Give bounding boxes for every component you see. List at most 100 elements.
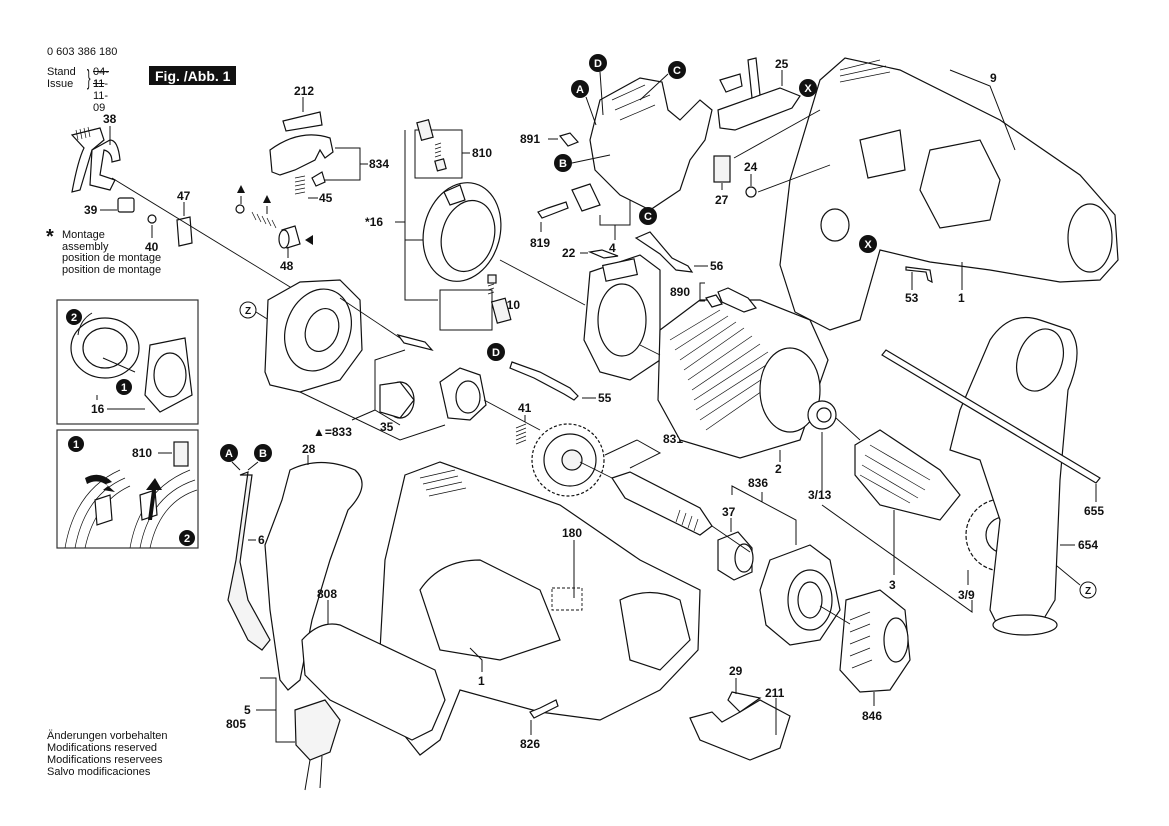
assembly-axis-line (499, 259, 586, 306)
hex-nut-center (455, 380, 481, 414)
carbon-brush-part (490, 297, 512, 324)
aux-handle-base (992, 614, 1058, 636)
document-number: 0 603 386 180 (47, 46, 118, 58)
part-label-3-9: 3/9 (958, 588, 975, 602)
selector-grip (75, 126, 91, 141)
housing-boss (820, 208, 850, 242)
part-label-655: 655 (1084, 504, 1104, 518)
issue-date: 11-11-09 (93, 78, 109, 114)
part-label-25: 25 (775, 57, 789, 71)
part-label-3: 3 (889, 578, 896, 592)
part-label-846: 846 (862, 709, 882, 723)
leader-836 (731, 485, 797, 545)
shaft-pin-part (396, 333, 434, 352)
bushing-flange (278, 229, 290, 249)
inset-carbon-brush-replacement: 810 1 2 (56, 429, 199, 549)
brush-contact (487, 274, 497, 284)
connector-x-text: X (804, 83, 812, 95)
part-56-wire (634, 231, 694, 273)
connector-c-marker (639, 207, 657, 225)
housing-gear-chamber (919, 139, 1001, 229)
assembly-note-line: Montage (62, 229, 105, 241)
connector-z-text: Z (245, 306, 251, 317)
leader-831 (604, 439, 662, 469)
cable-wires (231, 461, 259, 471)
part-831-shaft (611, 471, 713, 536)
assembly-axis-line (639, 344, 661, 356)
part-label-35: 35 (380, 420, 394, 434)
part-label-56: 56 (710, 259, 724, 273)
leader-810-upper (414, 129, 470, 179)
assembly-note-line: assembly (62, 240, 109, 253)
part-41-spring (515, 423, 527, 445)
footer-line: Modifications reserved (47, 742, 158, 754)
part-654-aux-handle (949, 316, 1078, 631)
part-29-label (727, 691, 762, 713)
part-label-27: 27 (715, 193, 729, 207)
assembly-axis-line (757, 164, 831, 193)
part-label-819: 819 (530, 236, 550, 250)
step-2-text: 2 (71, 312, 77, 324)
part-label-37: 37 (722, 505, 736, 519)
part-label-211: 211 (765, 686, 785, 700)
connector-a-marker (220, 444, 238, 462)
part-846-chuck (839, 589, 911, 693)
assembly-axis-line (733, 109, 821, 159)
stator-laminations (669, 309, 779, 431)
connector-b-text: B (259, 448, 267, 460)
part-808-grip-cover (301, 623, 446, 741)
part-53-spring-clip (905, 266, 933, 284)
housing-front-ring (1067, 203, 1113, 273)
part-label-47: 47 (177, 189, 191, 203)
brush-spring (434, 142, 442, 158)
brush-contact (434, 158, 447, 172)
connector-z-marker (239, 301, 257, 319)
part-890-clamp (717, 287, 758, 313)
step-1-marker (116, 379, 132, 395)
connector-c-marker (668, 61, 686, 79)
assembly-axis-line (579, 461, 613, 479)
part-label-53: 53 (905, 291, 919, 305)
part-label-810: 810 (472, 146, 492, 160)
brush-plate-inner (153, 352, 187, 398)
leader-16 (96, 395, 145, 410)
part-label-654: 654 (1078, 538, 1098, 552)
part-label-9: 9 (990, 71, 997, 85)
part-28-handle-half (264, 461, 363, 691)
leader-5-805 (256, 677, 295, 743)
nameplate-area (551, 587, 583, 611)
triangle-marker-icon (263, 195, 271, 203)
connector-d-text: D (594, 58, 602, 70)
leader-9 (949, 69, 1016, 151)
assembly-axis-line (711, 525, 751, 553)
step-1-text: 1 (121, 382, 127, 394)
part-label-41: 41 (518, 401, 532, 415)
housing-vents (839, 59, 891, 83)
chuck-jaws (883, 617, 909, 663)
part-label-40: 40 (145, 240, 159, 254)
inset-brush-holder-removal: 2 1 16 (56, 299, 199, 425)
footer-line: Änderungen vorbehalten (47, 730, 168, 742)
leader-1-lower (469, 647, 483, 672)
part-label-834: 834 (369, 157, 389, 171)
part-25-slider (717, 87, 801, 131)
assembly-note-star-icon: * (46, 226, 54, 248)
brush-holder-box (601, 258, 639, 282)
triangle-marker-icon (305, 235, 313, 245)
part-label-180: 180 (562, 526, 582, 540)
connector-c-text: C (644, 211, 652, 223)
triangle-833-legend: ▲=833 (313, 425, 352, 439)
leader-4 (599, 200, 631, 240)
plug-pins (304, 755, 323, 791)
rotate-arrow (77, 312, 93, 336)
footer-line: Salvo modificaciones (47, 766, 151, 778)
part-label-6: 6 (258, 533, 265, 547)
part-label-826: 826 (520, 737, 540, 751)
brush-holder-inner (440, 199, 496, 273)
part-47-block (176, 216, 193, 247)
connector-leaders (571, 71, 669, 164)
part-4-switch (589, 77, 713, 211)
lift-arrow-icon (146, 478, 162, 520)
part-label-48: 48 (280, 259, 294, 273)
